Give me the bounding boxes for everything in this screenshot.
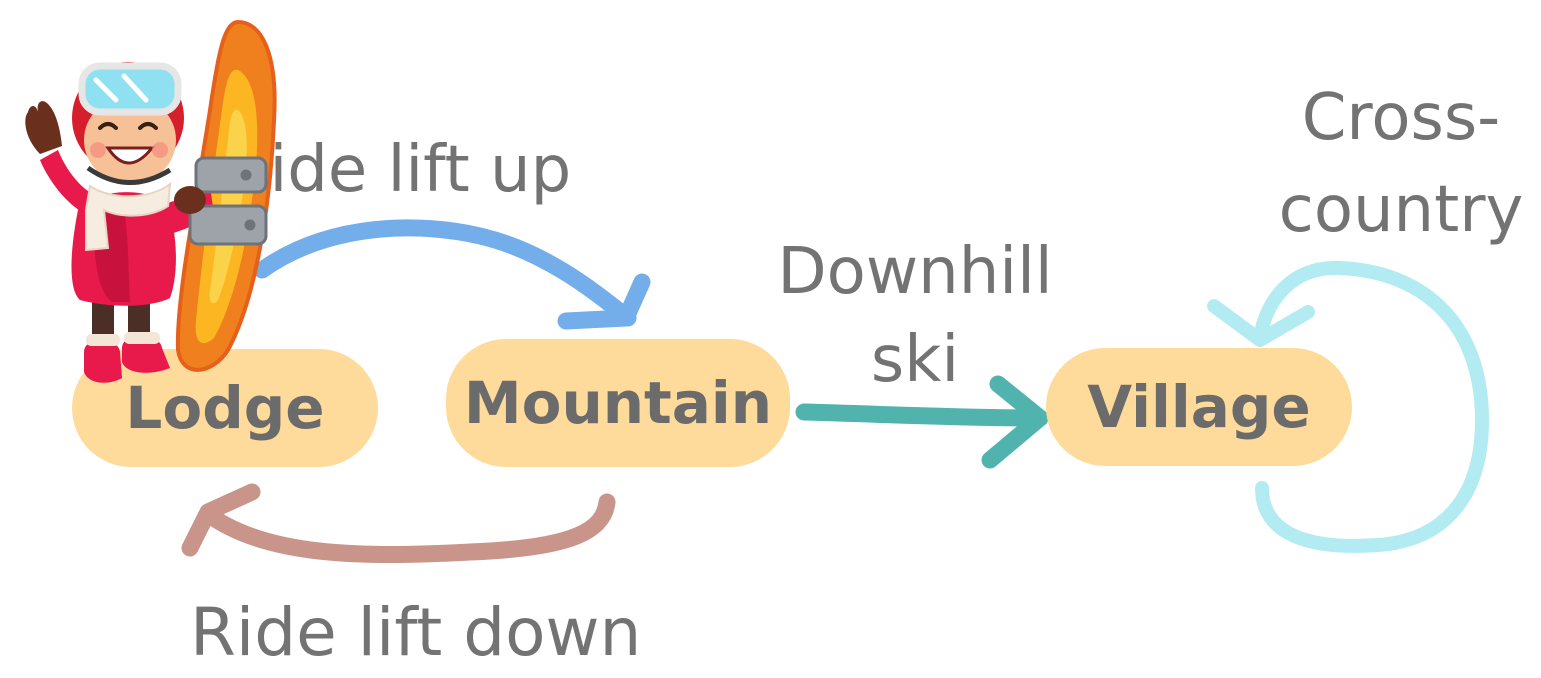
label-downhill-line2: ski <box>870 323 960 397</box>
node-lodge: Lodge <box>72 349 378 467</box>
label-downhill-line1: Downhill <box>777 235 1053 309</box>
binding-clamps <box>188 156 268 246</box>
edge-ride-lift-up <box>253 219 651 330</box>
node-mountain: Mountain <box>446 339 790 467</box>
mitten-icon <box>25 101 62 154</box>
node-mountain-label: Mountain <box>463 369 773 437</box>
label-cross-line1: Cross- <box>1301 81 1501 155</box>
label-cross-country: Cross- country <box>1262 72 1540 256</box>
edge-downhill-ski <box>795 375 1049 469</box>
hand <box>174 186 206 214</box>
label-ride-lift-up: Ride lift up <box>225 133 572 207</box>
node-lodge-label: Lodge <box>125 374 325 442</box>
label-ride-lift-down: Ride lift down <box>190 594 642 671</box>
snowboarder-illustration <box>25 19 277 383</box>
label-downhill-ski: Downhill ski <box>760 228 1070 404</box>
goggles-icon <box>78 62 182 116</box>
node-village: Village <box>1046 348 1352 466</box>
scarf <box>85 181 172 252</box>
edge-ride-lift-down <box>181 483 616 563</box>
node-village-label: Village <box>1087 373 1311 441</box>
edge-cross-country <box>1207 260 1489 553</box>
label-cross-line2: country <box>1278 173 1524 247</box>
